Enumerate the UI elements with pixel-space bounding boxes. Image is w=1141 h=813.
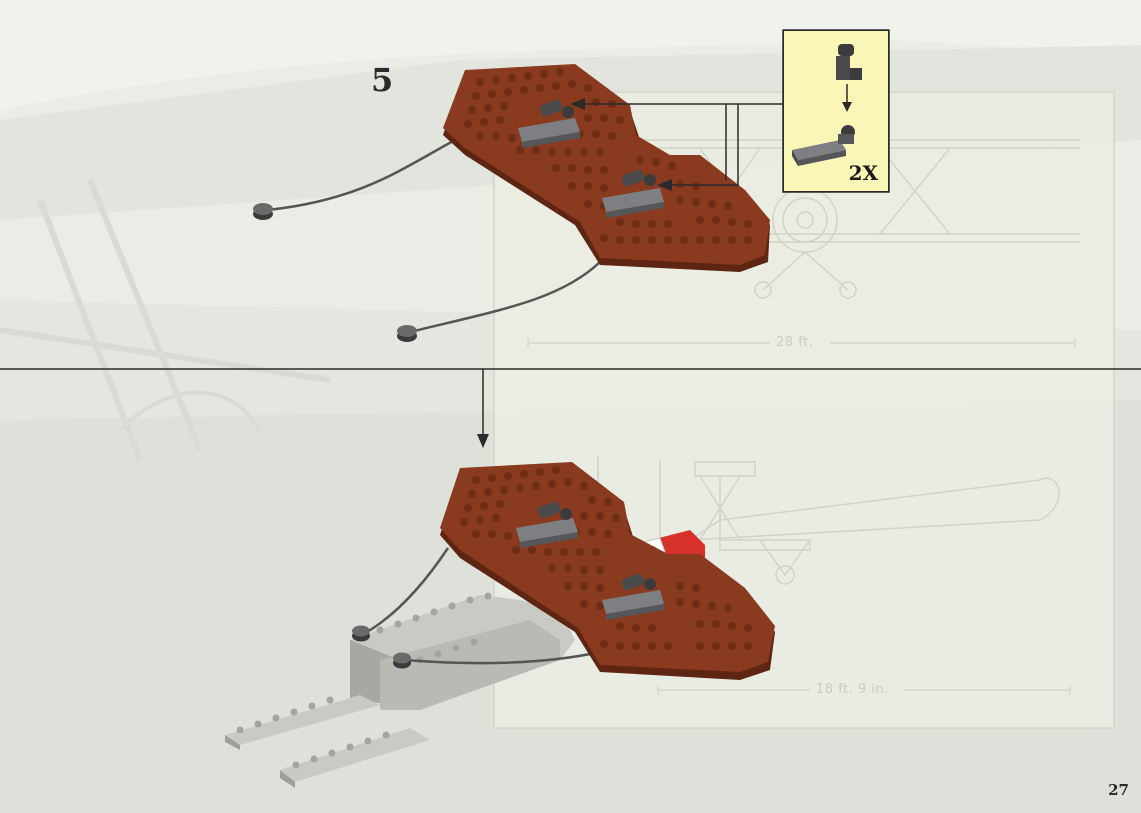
page-number: 27 — [1108, 781, 1129, 799]
fuselage-frame — [225, 592, 575, 788]
rigging-cable — [359, 547, 450, 638]
cable-end-stud — [352, 625, 370, 642]
arrow-down-icon — [477, 369, 489, 448]
hinge-brick-icon — [836, 44, 862, 80]
arrow-left-icon — [657, 179, 672, 191]
arrow-down-icon — [842, 102, 852, 112]
assembled-model — [225, 462, 775, 788]
callout-parts — [792, 44, 862, 166]
wingspan-dimension-line — [527, 338, 1076, 348]
wing-plate — [443, 64, 770, 265]
rigging-cable — [267, 138, 456, 212]
placement-arrows — [585, 103, 783, 186]
tile-with-hinge-icon — [792, 125, 855, 166]
length-label: 18 ft. 9 in. — [816, 682, 889, 697]
wing-studs — [464, 68, 752, 244]
cable-end-stud — [397, 325, 417, 342]
hinge-tile — [518, 99, 580, 148]
hinge-tile — [516, 501, 578, 548]
upper-wing-assembly — [253, 64, 783, 342]
hinge-tile — [602, 573, 664, 620]
length-dimension-line — [657, 685, 1071, 695]
step-number: 5 — [371, 61, 394, 99]
wing-plate — [440, 462, 775, 672]
hinge-tile — [602, 169, 664, 218]
quantity-multiplier: 2X — [848, 161, 878, 185]
wingspan-label: 28 ft. — [776, 335, 814, 350]
arrow-left-icon — [570, 98, 585, 110]
rigging-cable — [404, 650, 601, 665]
cable-end-stud — [393, 652, 411, 669]
rigging-cable — [409, 261, 601, 334]
wing-studs — [460, 466, 752, 650]
parts-callout: 2X — [783, 30, 889, 192]
cable-end-stud — [253, 203, 273, 220]
